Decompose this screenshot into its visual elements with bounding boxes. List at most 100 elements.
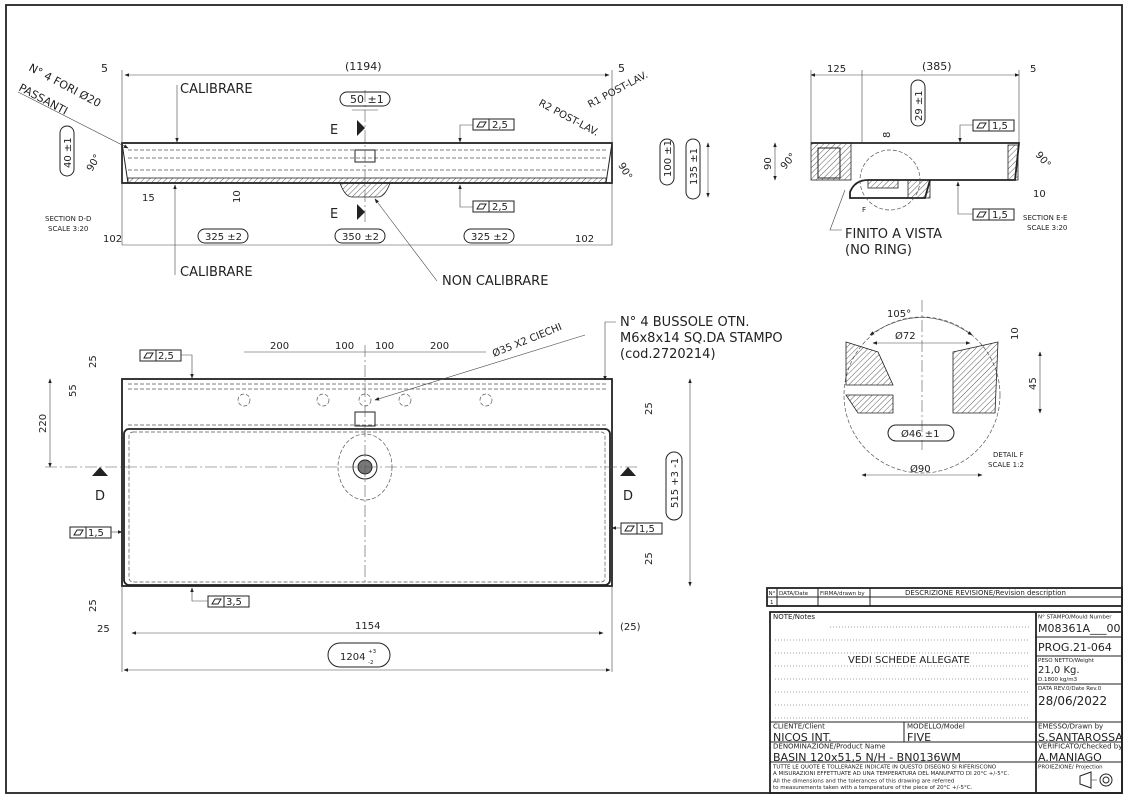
- weight-label: PESO NETTO/Weight: [1038, 658, 1095, 664]
- dim-text: 45: [1028, 377, 1039, 390]
- blind-holes: [237, 393, 493, 407]
- flatness-icon: [976, 211, 987, 218]
- disclaimer-text: to measurements taken with a temperature…: [773, 785, 973, 791]
- flatness-tolerance: 1,5: [611, 522, 663, 535]
- weight-value: 21,0 Kg.: [1038, 665, 1080, 676]
- projection-symbol-icon: [1079, 771, 1113, 789]
- view-title: SECTION D-D: [45, 215, 91, 223]
- tolerance-value: 1,5: [639, 524, 655, 535]
- notes-text: VEDI SCHEDE ALLEGATE: [848, 655, 970, 666]
- dim-text: (385): [922, 60, 952, 73]
- dim-text: 102: [103, 234, 122, 245]
- dim-text: 90°: [1033, 150, 1053, 171]
- section-hatch: [127, 177, 607, 184]
- density-value: D.1800 kg/m3: [1038, 677, 1078, 683]
- dim-text: 90°: [85, 153, 103, 174]
- dim-text: 100: [335, 341, 354, 352]
- inserts-note: N° 4 BUSSOLE OTN.: [620, 315, 750, 330]
- tolerance-value: 1,5: [992, 121, 1008, 132]
- tolerance-value: 3,5: [226, 597, 242, 608]
- dim-text: (25): [620, 622, 641, 633]
- rev-header: FIRMA/drawn by: [820, 591, 865, 597]
- basin-bowl: [123, 428, 611, 586]
- rev-header: DATA/Date: [779, 591, 809, 597]
- tolerance-value: 1,5: [88, 528, 104, 539]
- checked-by-value: A.MANIAGO: [1038, 751, 1102, 764]
- view-title: DETAIL F: [993, 451, 1024, 459]
- cut-arrow-icon: [357, 204, 365, 220]
- cut-arrow-icon: [357, 120, 365, 136]
- model-label: MODELLO/Model: [907, 723, 965, 731]
- rev-row-number: 1: [770, 600, 774, 606]
- date-label: DATA REV.0/Date Rev.0: [1038, 686, 1102, 692]
- rev-header: DESCRIZIONE REVISIONE/Revision descripti…: [905, 589, 1066, 597]
- dim-text: 200: [430, 341, 449, 352]
- title-block: N° DATA/Date FIRMA/drawn by DESCRIZIONE …: [766, 587, 1123, 794]
- cut-label: D: [95, 489, 105, 504]
- disclaimer-text: A MISURAZIONI EFFETTUATE AD UNA TEMPERAT…: [773, 771, 1009, 777]
- client-value: NICOS INT.: [773, 731, 832, 744]
- cut-label: D: [623, 489, 633, 504]
- finish-note: FINITO A VISTA: [845, 227, 942, 242]
- dim-text: 8: [882, 132, 893, 138]
- inserts-note: M6x8x14 SQ.DA STAMPO: [620, 331, 783, 346]
- product-label: DENOMINAZIONE/Product Name: [773, 743, 886, 751]
- flatness-tolerance: 2,5: [458, 184, 515, 213]
- view-scale: SCALE 3:20: [48, 225, 88, 233]
- dim-text: Ø46 ±1: [901, 428, 940, 440]
- dim-text: 10: [1033, 189, 1046, 200]
- checked-label: VERIFICATO/Checked by: [1038, 743, 1122, 751]
- tolerance-value: 2,5: [158, 351, 174, 362]
- dim-text: 25: [88, 355, 99, 368]
- dim-text: -2: [368, 660, 373, 666]
- inserts-note: (cod.2720214): [620, 347, 716, 362]
- notes-label: NOTE/Notes: [773, 613, 815, 621]
- dim-text: 50 ±1: [350, 93, 384, 106]
- drawn-label: EMESSO/Drawn by: [1038, 723, 1103, 731]
- product-name-value: BASIN 120x51,5 N/H - BN0136WM: [773, 751, 961, 764]
- flatness-icon: [73, 529, 84, 536]
- dim-text: 10: [1010, 327, 1021, 340]
- detail-f: 105° Ø72 10 45 Ø46 ±1 Ø90 DETAIL F SCALE…: [843, 300, 1042, 477]
- disclaimer-text: All the dimensions and the tolerances of…: [773, 779, 954, 785]
- calibrare-note: CALIBRARE: [180, 265, 253, 280]
- dim-text: 100 ±1: [663, 140, 674, 177]
- detail-marker: F: [862, 206, 866, 214]
- radius-note: R1 POST-LAV.: [586, 70, 650, 111]
- dim-text: Ø72: [895, 330, 916, 342]
- tolerance-value: 1,5: [992, 210, 1008, 221]
- flatness-tolerance: 2,5: [458, 118, 515, 143]
- finish-note: (NO RING): [845, 243, 912, 258]
- dim-text: 105°: [887, 309, 911, 320]
- non-calibrare-note: NON CALIBRARE: [442, 274, 548, 289]
- dim-text: 1154: [355, 621, 380, 632]
- flatness-icon: [976, 122, 987, 129]
- dim-text: 29 ±1: [914, 90, 925, 121]
- basin-outline: [121, 378, 613, 587]
- dim-text: 25: [88, 599, 99, 612]
- drawn-by-value: S.SANTAROSSA: [1038, 731, 1123, 744]
- dim-text: 25: [644, 402, 655, 415]
- flatness-icon: [211, 598, 222, 605]
- plan-view: D D 200 100 100 200 Ø35 X2 CIECHI N° 4 B…: [38, 315, 783, 672]
- dim-text: (1194): [345, 60, 382, 73]
- dim-text: 325 ±2: [205, 232, 242, 243]
- flatness-tolerance: 3,5: [190, 587, 250, 608]
- mould-number: M08361A___00: [1038, 622, 1121, 635]
- dim-text: 25: [97, 624, 110, 635]
- flatness-tolerance: 1,5: [958, 119, 1015, 143]
- flatness-icon: [143, 352, 154, 359]
- mould-label: N° STAMPO/Mould Number: [1038, 615, 1112, 621]
- cut-arrow-icon: [620, 467, 636, 476]
- prog-number: PROG.21-064: [1038, 641, 1112, 654]
- projection-label: PROIEZIONE/ Projection: [1038, 765, 1103, 771]
- dim-text: 220: [38, 414, 49, 433]
- dim-text: 5: [101, 62, 108, 75]
- dim-text: 55: [68, 384, 79, 397]
- dim-text: 100: [375, 341, 394, 352]
- flatness-icon: [476, 121, 487, 128]
- section-dd: 5 (1194) 5 N° 4 FORI Ø20 PASSANTI CALIBR…: [17, 60, 710, 289]
- model-value: FIVE: [907, 731, 931, 744]
- dim-text: 102: [575, 234, 594, 245]
